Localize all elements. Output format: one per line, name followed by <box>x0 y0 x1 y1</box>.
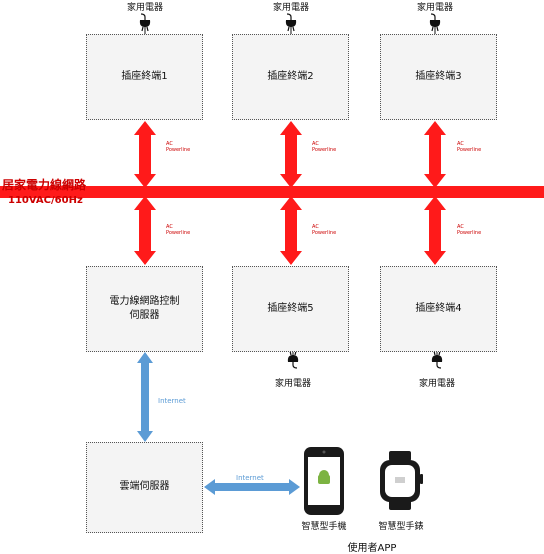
outlet-box-1: 插座終端1 <box>86 34 203 120</box>
powerline-title: 居家電力線網路 <box>2 178 87 192</box>
appliance-label-5: 家用電器 <box>274 379 312 389</box>
appliance-label-4: 家用電器 <box>418 379 456 389</box>
ac-arrow-outlet4 <box>424 196 446 265</box>
ac-arrows-top <box>134 121 446 188</box>
outlet-4-label: 插座終端4 <box>415 302 462 314</box>
plc-server-label: 電力線網路控制 伺服器 <box>109 295 180 322</box>
ac-arrow-outlet2 <box>280 121 302 188</box>
smartwatch-label: 智慧型手錶 <box>378 522 424 532</box>
smartphone-label: 智慧型手機 <box>301 522 347 532</box>
outlet-box-2: 插座終端2 <box>232 34 349 120</box>
smartphone-icon <box>304 447 344 515</box>
smartwatch-icon <box>380 451 423 510</box>
outlet-box-5: 插座終端5 <box>232 266 349 352</box>
user-app-label: 使用者APP <box>347 543 397 554</box>
outlet-2-label: 插座終端2 <box>267 70 314 82</box>
plc-server-box: 電力線網路控制 伺服器 <box>86 266 203 352</box>
cloud-server-label: 雲端伺服器 <box>119 481 170 493</box>
cloud-server-box: 雲端伺服器 <box>86 442 203 533</box>
internet-arrow-horizontal <box>204 479 300 495</box>
internet-label-horizontal: Internet <box>236 474 264 482</box>
ac-arrow-outlet1 <box>134 121 156 188</box>
internet-arrow-vertical <box>137 352 153 442</box>
ac-arrow-outlet3 <box>424 121 446 188</box>
internet-label-vertical: Internet <box>158 397 186 405</box>
appliance-label-2: 家用電器 <box>272 3 310 13</box>
ac-arrow-outlet5 <box>280 196 302 265</box>
powerline-bus <box>0 186 544 198</box>
outlet-3-label: 插座終端3 <box>415 70 462 82</box>
ac-arrow-plc <box>134 196 156 265</box>
outlet-1-label: 插座終端1 <box>121 70 168 82</box>
appliance-label-3: 家用電器 <box>416 3 454 13</box>
outlet-box-3: 插座終端3 <box>380 34 497 120</box>
appliance-label-1: 家用電器 <box>126 3 164 13</box>
outlet-5-label: 插座終端5 <box>267 302 314 314</box>
outlet-box-4: 插座終端4 <box>380 266 497 352</box>
ac-arrows-bottom <box>134 196 446 265</box>
powerline-spec: 110VAC/60Hz <box>8 195 83 206</box>
